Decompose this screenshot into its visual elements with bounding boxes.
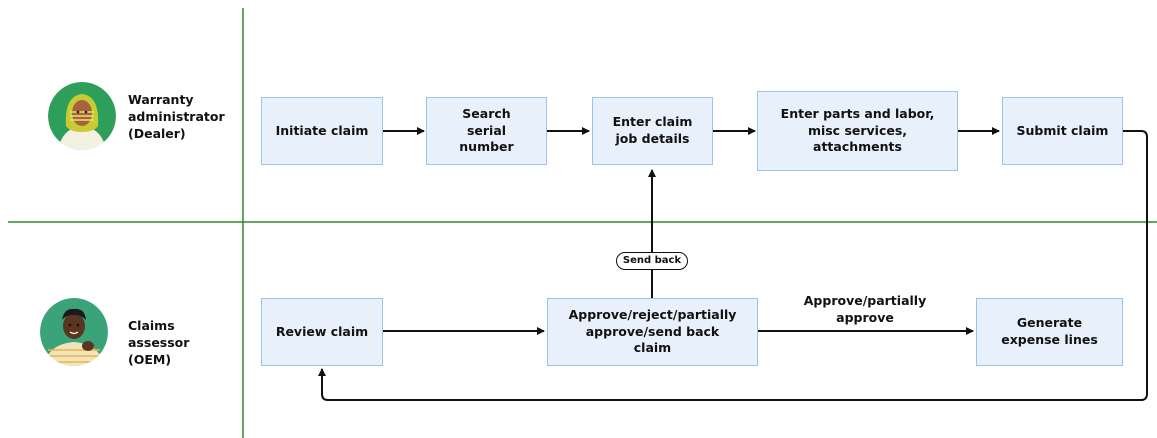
step-review-claim: Review claim [261,298,383,366]
lane-label-oem: Claims assessor (OEM) [128,318,190,367]
lane-label-dealer: Warranty administrator (Dealer) [128,92,225,141]
person-headscarf-avatar-icon [48,82,116,150]
send-back-label: Send back [616,252,688,270]
step-initiate-claim: Initiate claim [261,97,383,165]
step-enter-parts-labor: Enter parts and labor, misc services, at… [757,91,958,171]
step-generate-expense-lines: Generate expense lines [976,298,1123,366]
person-avatar-icon [40,298,108,366]
step-submit-claim: Submit claim [1002,97,1123,165]
step-enter-claim-job-details: Enter claim job details [592,97,713,165]
approve-partially-label: Approve/partially approve [803,293,927,325]
step-search-serial-number: Search serial number [426,97,547,165]
step-approve-reject-decision: Approve/reject/partially approve/send ba… [547,298,758,366]
arrow-submit-to-review [318,130,1148,401]
